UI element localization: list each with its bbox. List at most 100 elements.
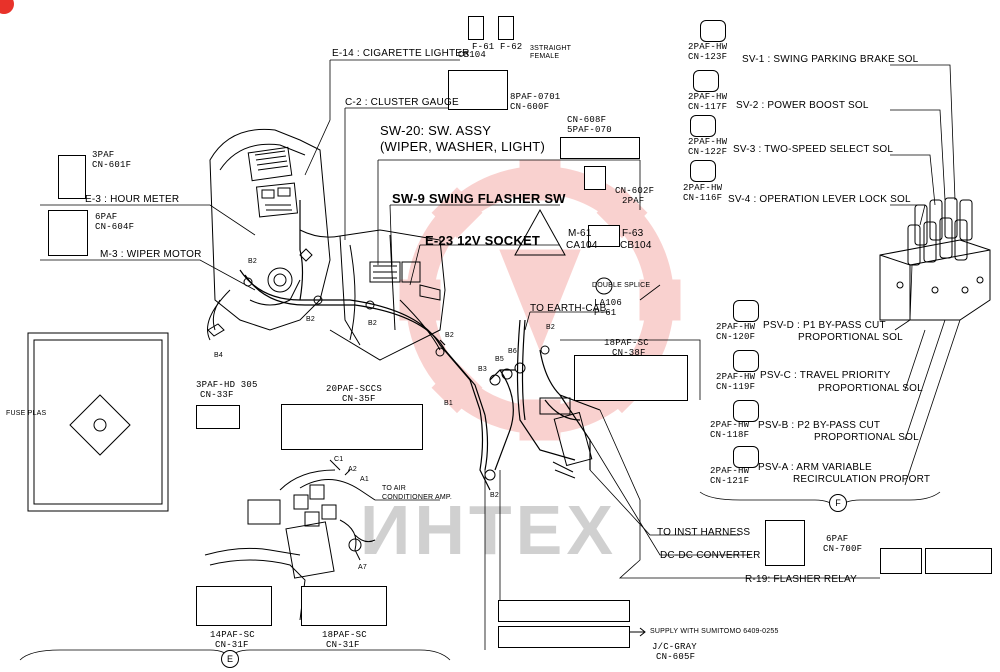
label-cn35f: CN-35F — [342, 394, 376, 404]
label-18paf-b: 18PAF-SC — [322, 630, 367, 640]
psvb-name1: PSV-B : P2 BY-PASS CUT — [758, 420, 881, 431]
connector-psv-d — [733, 300, 759, 322]
label-b6: B6 — [508, 348, 517, 355]
psva-conn: 2PAF-HW — [710, 466, 750, 476]
label-e14: E-14 : CIGARETTE LIGHTER — [332, 48, 470, 59]
psva-name1: PSV-A : ARM VARIABLE — [758, 462, 872, 473]
sv1-conn: 2PAF-HW — [688, 42, 728, 52]
connector-sv3 — [690, 115, 716, 137]
psvd-name2: PROPORTIONAL SOL — [798, 332, 903, 343]
connector-cn601f — [58, 155, 86, 199]
connector-14paf — [196, 586, 272, 626]
harness-lines — [239, 200, 601, 491]
label-b3: B3 — [478, 366, 487, 373]
sv1-name: SV-1 : SWING PARKING BRAKE SOL — [742, 54, 919, 65]
label-20paf: 20PAF-SCCS — [326, 384, 383, 394]
label-m61: M-61 — [568, 228, 592, 239]
psva-cn: CN-121F — [710, 476, 750, 486]
label-b2-4: B2 — [445, 332, 454, 339]
psvc-conn: 2PAF-HW — [716, 372, 756, 382]
sv1-cn: CN-123F — [688, 52, 728, 62]
label-jc-gray: J/C-GRAY — [652, 642, 697, 652]
label-supply: SUPPLY WITH SUMITOMO 6409-0255 — [650, 628, 779, 635]
connector-f62 — [498, 16, 514, 40]
label-paf070: 5PAF-070 — [567, 125, 612, 135]
label-sw20-line1: SW-20: SW. ASSY — [380, 123, 492, 138]
label-b2-6: B2 — [490, 492, 499, 499]
label-c2: C-2 : CLUSTER GAUGE — [345, 97, 459, 108]
label-c1: C1 — [334, 456, 344, 463]
label-e23: E-23 12V SOCKET — [425, 233, 540, 248]
label-cn33f: CN-33F — [200, 390, 234, 400]
label-la106: LA106 — [594, 298, 623, 308]
sv4-conn: 2PAF-HW — [683, 183, 723, 193]
psvb-name2: PROPORTIONAL SOL — [814, 432, 919, 443]
label-3paf: 3PAF — [92, 150, 115, 160]
label-b2-5: B2 — [546, 324, 555, 331]
connector-cn33f — [196, 405, 240, 429]
label-b5: B5 — [495, 356, 504, 363]
connector-psv-b — [733, 400, 759, 422]
connector-18paf — [301, 586, 387, 626]
psvb-cn: CN-118F — [710, 430, 750, 440]
sv4-cn: CN-116F — [683, 193, 723, 203]
label-a2: A2 — [348, 466, 357, 473]
label-14paf: 14PAF-SC — [210, 630, 255, 640]
label-paf2: 2PAF — [622, 196, 645, 206]
label-sw9: SW-9 SWING FLASHER SW — [392, 191, 566, 206]
connector-f63 — [588, 225, 620, 247]
label-6paf: 6PAF — [95, 212, 118, 222]
label-sw20-line2: (WIPER, WASHER, LIGHT) — [380, 139, 545, 154]
psvd-name1: PSV-D : P1 BY-PASS CUT — [763, 320, 886, 331]
fuse-panel-shape — [27, 332, 169, 512]
label-b2-1: B2 — [248, 258, 257, 265]
connector-cn38f — [574, 355, 688, 401]
connector-cn602f — [584, 166, 606, 190]
cab-console-sketch — [207, 128, 446, 361]
connector-sv4 — [690, 160, 716, 182]
dcdc-converter-shape — [539, 397, 593, 479]
sv3-cn: CN-122F — [688, 147, 728, 157]
ring-terminals — [207, 277, 550, 552]
connector-relay-right — [925, 548, 992, 574]
label-to-air-1: TO AIR — [382, 485, 407, 492]
label-c2-part2: CN-600F — [510, 102, 550, 112]
psvb-conn: 2PAF-HW — [710, 420, 750, 430]
connector-cluster-gauge — [448, 70, 508, 110]
sv4-name: SV-4 : OPERATION LEVER LOCK SOL — [728, 194, 911, 205]
lower-cab-sketch — [204, 459, 376, 621]
label-b2-3: B2 — [368, 320, 377, 327]
sv2-conn: 2PAF-HW — [688, 92, 728, 102]
label-cn604f: CN-604F — [95, 222, 135, 232]
label-f61: F-61 — [472, 42, 495, 52]
label-to-air-2: CONDITIONER AMP. — [382, 494, 452, 501]
label-double-splice: DOUBLE SPLICE — [592, 282, 651, 289]
label-cn31f-b: CN-31F — [326, 640, 360, 650]
label-earth-cab: TO EARTH-CAB — [530, 303, 607, 314]
connector-relay-left — [880, 548, 922, 574]
psvc-name2: PROPORTIONAL SOL — [818, 383, 923, 394]
psva-name2: RECIRCULATION PROPORT — [793, 474, 931, 485]
label-e14-code: CB104 — [458, 50, 487, 60]
label-fuse-plas: FUSE PLAS — [6, 410, 47, 417]
leader-lines — [40, 59, 961, 650]
label-cn31f-a: CN-31F — [215, 640, 249, 650]
connector-cn35f — [281, 404, 423, 450]
label-18paf-sc: 18PAF-SC — [604, 338, 649, 348]
page-corner-mark — [0, 0, 14, 14]
label-f62: F-62 — [500, 42, 523, 52]
label-a1: A1 — [360, 476, 369, 483]
connector-psv-c — [733, 350, 759, 372]
sv3-conn: 2PAF-HW — [688, 137, 728, 147]
label-ca104: CA104 — [566, 240, 598, 251]
marker-e: E — [221, 650, 239, 668]
watermark-text: ИНТЕХ — [360, 491, 618, 569]
sv3-name: SV-3 : TWO-SPEED SELECT SOL — [733, 144, 894, 155]
psvc-name1: PSV-C : TRAVEL PRIORITY — [760, 370, 891, 381]
sv2-cn: CN-117F — [688, 102, 728, 112]
connector-jc-top — [498, 600, 630, 622]
label-cn602f: CN-602F — [615, 186, 655, 196]
label-cn38f: CN-38F — [612, 348, 646, 358]
label-f63: F-63 — [622, 228, 644, 239]
